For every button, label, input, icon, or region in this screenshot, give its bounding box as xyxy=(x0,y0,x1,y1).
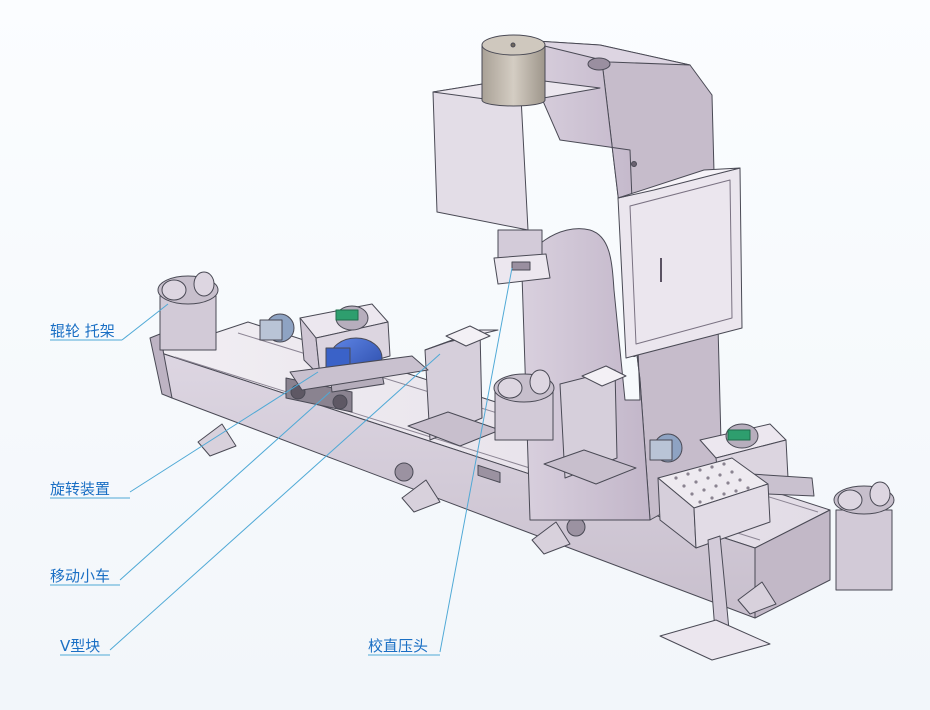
control-cabinet-side xyxy=(617,167,741,199)
bed-hole xyxy=(566,517,586,537)
v-block-2 xyxy=(543,365,637,485)
callout-straightening-head: 校直压头 xyxy=(368,637,429,655)
callout-rotating-device: 旋转装置 xyxy=(50,480,111,498)
press-top-hole xyxy=(587,57,611,71)
hydraulic-cylinder xyxy=(481,44,546,107)
callout-roller-bracket: 辊轮 托架 xyxy=(50,322,115,340)
control-cabinet-door xyxy=(629,179,733,345)
leader-roller-bracket xyxy=(121,303,169,341)
callout-moving-trolley: 移动小车 xyxy=(50,567,111,585)
press-frame-top xyxy=(519,39,691,66)
callout-leaders xyxy=(50,267,513,656)
leader-moving-trolley xyxy=(119,391,331,581)
roller-bracket-mid xyxy=(493,369,555,441)
bed-slot xyxy=(477,464,501,483)
bed-hole xyxy=(394,462,414,482)
table-perforation-holes xyxy=(674,462,750,504)
roller-bracket-right xyxy=(833,481,895,591)
die-slot xyxy=(511,261,531,271)
control-cabinet-front xyxy=(617,167,743,359)
roller-bracket-left xyxy=(157,271,219,351)
bed-foot-brackets xyxy=(197,423,777,615)
callout-v-block: V型块 xyxy=(60,637,101,655)
frame-indicator xyxy=(631,161,637,167)
leader-straightening-head xyxy=(439,267,513,653)
perforated-work-table xyxy=(657,457,771,549)
bed-left-end xyxy=(149,333,173,399)
table-support-foot xyxy=(659,619,771,661)
trolley-platform-left xyxy=(289,355,429,391)
leader-v-block xyxy=(109,353,441,651)
v-block-1 xyxy=(407,325,501,447)
cylinder-bolt xyxy=(510,42,516,48)
leader-rotating-device xyxy=(129,371,319,493)
